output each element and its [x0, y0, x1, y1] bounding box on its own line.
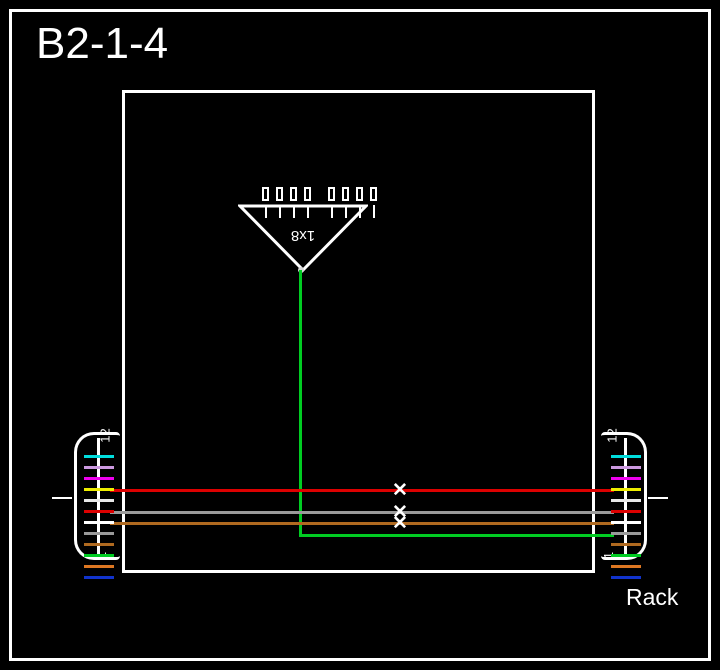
right-fiber-4[interactable] — [611, 488, 641, 491]
break-marker-red[interactable]: ✕ — [392, 480, 408, 501]
right-fiber-5[interactable] — [611, 499, 641, 502]
splitter-port-1[interactable] — [262, 187, 269, 201]
right-panel-tick — [648, 497, 668, 499]
splitter-port-2[interactable] — [276, 187, 283, 201]
right-fiber-8[interactable] — [611, 532, 641, 535]
left-rack-panel[interactable] — [74, 432, 120, 560]
rack-text-label: Rack — [626, 584, 679, 610]
right-fiber-12[interactable] — [611, 576, 641, 579]
right-fiber-9[interactable] — [611, 543, 641, 546]
splitter-port-5[interactable] — [328, 187, 335, 201]
left-fiber-12[interactable] — [84, 576, 114, 579]
green-cable-horizontal — [299, 534, 614, 537]
outer-frame-border — [9, 9, 711, 661]
right-panel-spine — [624, 438, 627, 554]
right-fiber-7[interactable] — [611, 521, 641, 524]
right-fiber-11[interactable] — [611, 565, 641, 568]
brown-cable-run — [110, 522, 614, 525]
slate-cable-run — [110, 511, 614, 514]
left-fiber-10[interactable] — [84, 554, 114, 557]
left-fiber-6[interactable] — [84, 510, 114, 513]
splitter-pin-7 — [359, 205, 361, 218]
left-fiber-1[interactable] — [84, 455, 114, 458]
left-panel-top-index: 12 — [97, 428, 113, 443]
splitter-pin-8 — [373, 205, 375, 218]
splitter-port-8[interactable] — [370, 187, 377, 201]
right-fiber-2[interactable] — [611, 466, 641, 469]
left-fiber-8[interactable] — [84, 532, 114, 535]
left-panel-spine — [97, 438, 100, 554]
left-fiber-3[interactable] — [84, 477, 114, 480]
optical-splitter[interactable]: 1x8 — [238, 187, 377, 273]
splitter-pin-3 — [293, 205, 295, 218]
left-panel-tick — [52, 497, 72, 499]
splitter-port-7[interactable] — [356, 187, 363, 201]
right-rack-panel[interactable] — [601, 432, 647, 560]
splitter-pin-2 — [279, 205, 281, 218]
page-title: B2-1-4 — [36, 19, 169, 68]
splitter-pin-4 — [307, 205, 309, 218]
right-fiber-3[interactable] — [611, 477, 641, 480]
left-fiber-7[interactable] — [84, 521, 114, 524]
splitter-port-6[interactable] — [342, 187, 349, 201]
left-fiber-2[interactable] — [84, 466, 114, 469]
right-fiber-10[interactable] — [611, 554, 641, 557]
break-marker-slate[interactable]: ✕ — [392, 502, 408, 523]
right-panel-top-index: 12 — [604, 428, 620, 443]
splitter-pin-5 — [331, 205, 333, 218]
left-fiber-5[interactable] — [84, 499, 114, 502]
splitter-triangle-icon — [238, 204, 368, 273]
splitter-port-4[interactable] — [304, 187, 311, 201]
splitter-ratio-label: 1x8 — [290, 227, 316, 244]
right-fiber-6[interactable] — [611, 510, 641, 513]
splitter-pin-6 — [345, 205, 347, 218]
right-fiber-1[interactable] — [611, 455, 641, 458]
splitter-pin-1 — [265, 205, 267, 218]
left-fiber-4[interactable] — [84, 488, 114, 491]
red-cable-run — [110, 489, 614, 492]
left-fiber-9[interactable] — [84, 543, 114, 546]
green-cable-vertical — [299, 270, 302, 537]
splitter-port-3[interactable] — [290, 187, 297, 201]
rack-enclosure — [122, 90, 595, 573]
left-fiber-11[interactable] — [84, 565, 114, 568]
break-marker-brown[interactable]: ✕ — [392, 513, 408, 534]
